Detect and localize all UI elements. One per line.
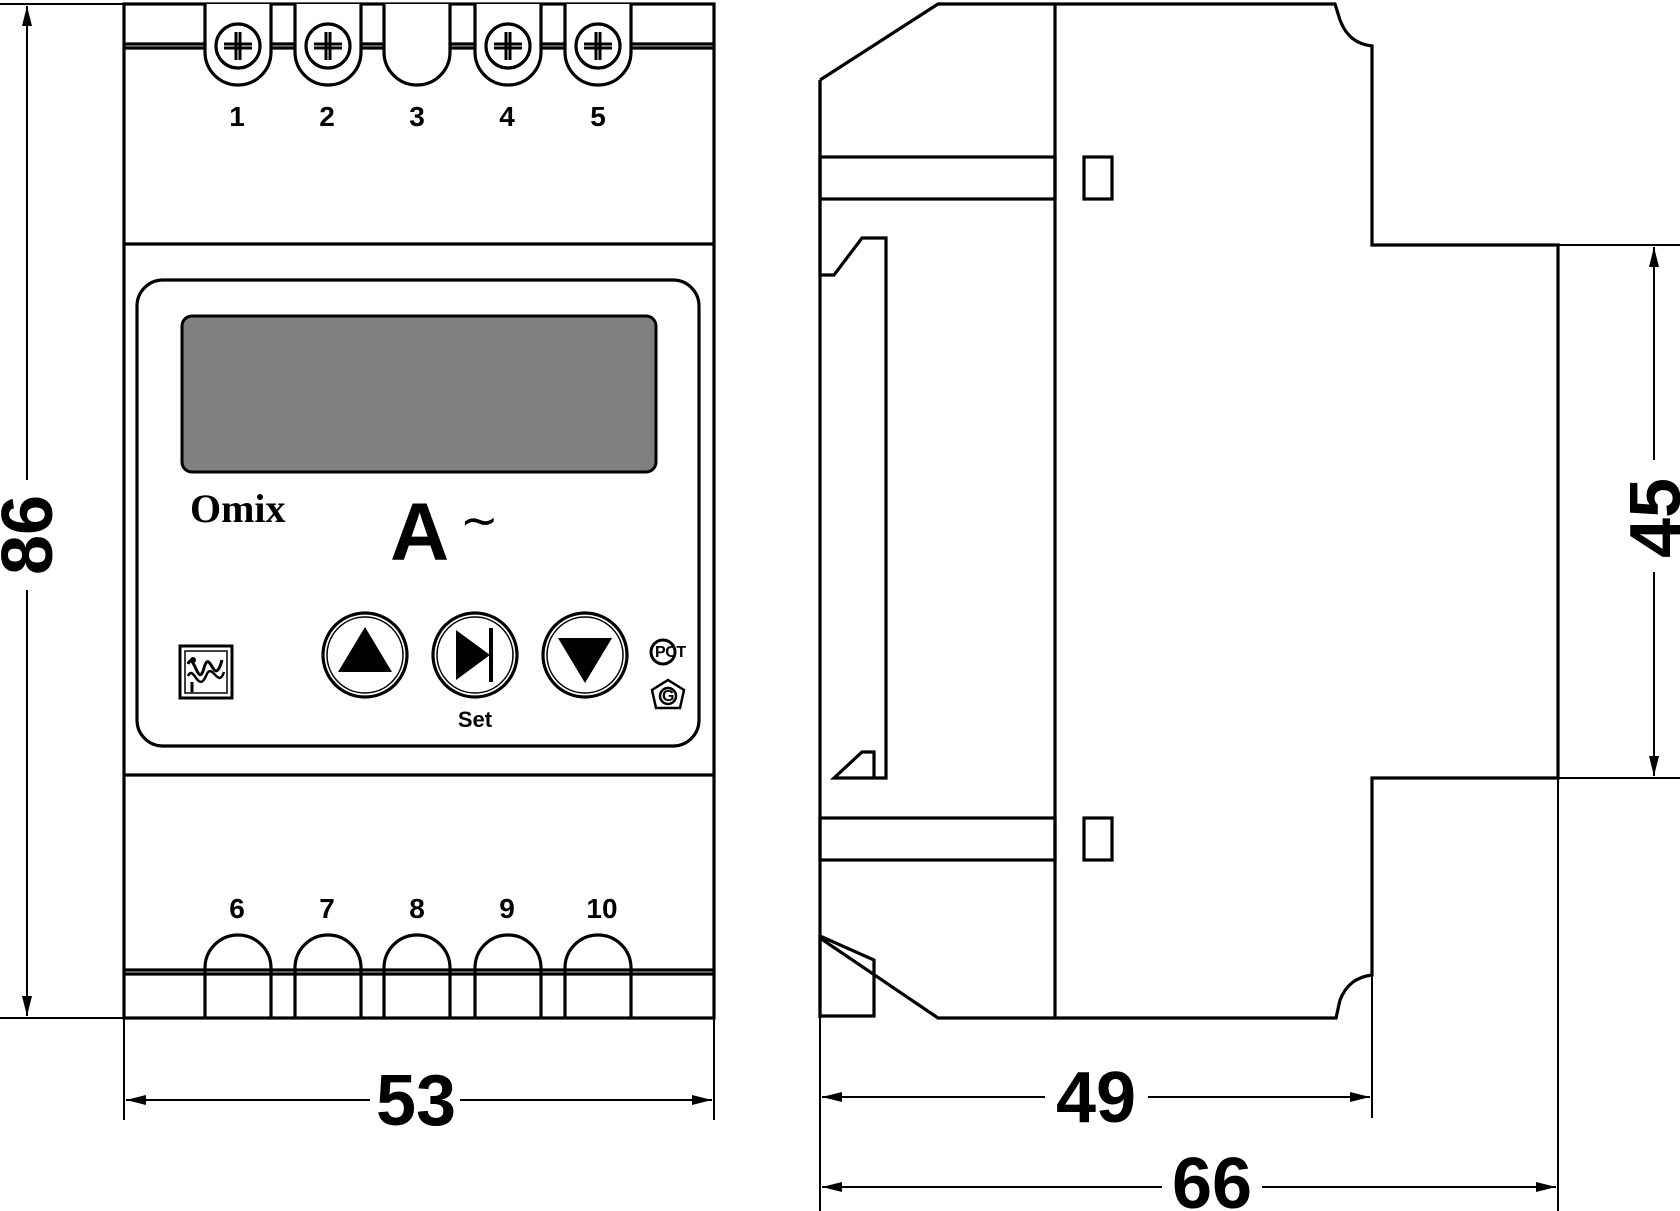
gost-certification-icon: G: [650, 678, 686, 710]
side-lower-band: [818, 816, 1057, 862]
side-clip-slot-lower: [1082, 816, 1114, 862]
up-button[interactable]: [321, 611, 409, 699]
triangle-down-icon: [558, 638, 612, 683]
side-upper-band: [818, 155, 1057, 201]
terminal-number: 2: [319, 101, 335, 132]
top-terminal-3: [382, 4, 452, 87]
terminal-number: 1: [229, 101, 245, 132]
dim-53-value: 53: [376, 1061, 456, 1141]
play-next-icon: [456, 628, 493, 682]
terminal-number: 8: [409, 893, 425, 924]
front-view: 1 2 3 4 5 6 7 8 9 10 Omix A ~: [122, 2, 716, 1020]
pct-certification-icon: РСТ: [649, 638, 686, 666]
set-button[interactable]: [431, 611, 519, 699]
screw-icon: [304, 22, 352, 70]
terminal-number: 6: [229, 893, 245, 924]
terminal-number: 4: [499, 101, 515, 132]
top-terminal-2: [293, 4, 363, 87]
dimension-lines: 86 53 49 66 45: [0, 3, 1680, 1211]
unit-symbol: A: [390, 487, 449, 578]
bottom-terminal-6: [203, 933, 273, 1018]
terminal-number: 5: [590, 101, 606, 132]
dim-66-value: 66: [1172, 1144, 1252, 1211]
terminal-number: 10: [586, 893, 617, 924]
terminal-number: 9: [499, 893, 515, 924]
top-terminal-1: [203, 4, 273, 87]
terminal-number: 3: [409, 101, 425, 132]
set-label: Set: [458, 707, 493, 732]
dim-86-value: 86: [0, 495, 68, 575]
dim-45-value: 45: [1616, 478, 1680, 558]
bottom-terminal-10: [563, 933, 633, 1018]
lcd-display: [180, 314, 658, 474]
top-terminal-5: [563, 4, 633, 87]
side-housing-outline: [818, 2, 1560, 1020]
terminal-number: 7: [319, 893, 335, 924]
cert-mark-text: G: [662, 688, 674, 705]
bottom-terminal-9: [473, 933, 543, 1018]
dim-49-value: 49: [1056, 1058, 1136, 1138]
top-terminal-4: [473, 4, 543, 87]
bottom-terminal-8: [382, 933, 452, 1018]
side-view: [818, 2, 1560, 1020]
brand-label: Omix: [190, 486, 286, 531]
bottom-terminal-7: [293, 933, 363, 1018]
down-button[interactable]: [541, 611, 629, 699]
cert-mark-text: РСТ: [655, 644, 686, 661]
manufacturer-logo-icon: [178, 644, 234, 700]
triangle-up-icon: [338, 627, 392, 672]
screw-icon: [574, 22, 622, 70]
side-clip-slot-upper: [1082, 155, 1114, 201]
screw-icon: [214, 22, 262, 70]
screw-icon: [484, 22, 532, 70]
front-panel: [135, 278, 701, 748]
unit-suffix: ~: [460, 493, 499, 547]
